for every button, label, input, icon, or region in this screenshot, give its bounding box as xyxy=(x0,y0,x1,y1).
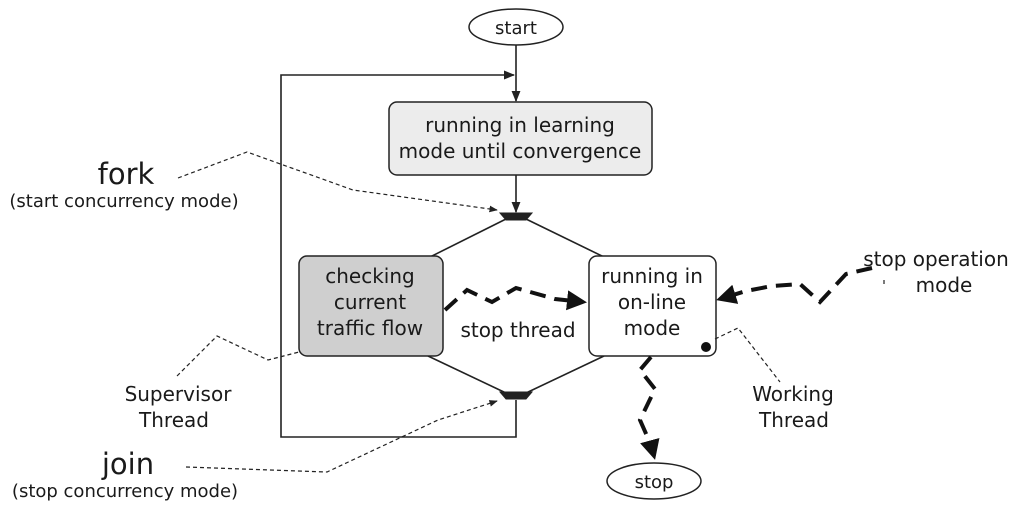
fork-branch-left xyxy=(427,218,507,259)
checking-label-line-1: checking xyxy=(325,264,414,288)
checking-label-line-2: current xyxy=(334,290,406,314)
stop-operation-label-line-1: stop operation xyxy=(863,247,1009,271)
feedback-loop-line xyxy=(280,70,517,438)
join-title: join xyxy=(101,447,154,481)
learning-mode-node: running in learning mode until convergen… xyxy=(388,101,653,176)
online-label-line-1: running in xyxy=(601,264,703,288)
working-leader xyxy=(714,327,781,383)
supervisor-leader xyxy=(176,335,300,377)
fork-branch-right xyxy=(525,218,605,258)
stop-node: stop xyxy=(606,462,702,500)
online-label-line-3: mode xyxy=(624,316,681,340)
online-mode-node: running in on-line mode xyxy=(588,255,717,357)
start-node: start xyxy=(468,8,564,46)
working-label-line-2: Thread xyxy=(758,408,829,432)
join-leader xyxy=(185,400,498,473)
checking-label-line-3: traffic flow xyxy=(317,316,423,340)
supervisor-label-line-1: Supervisor xyxy=(125,382,233,406)
thread-dot-icon xyxy=(701,342,711,352)
online-to-stop-arrow xyxy=(637,355,660,460)
online-label-line-2: on-line xyxy=(618,290,686,314)
stop-operation-label-line-2: mode xyxy=(916,273,973,297)
join-branch-left xyxy=(427,355,507,394)
fork-title: fork xyxy=(98,157,155,191)
fork-bar xyxy=(498,212,534,221)
start-label: start xyxy=(495,18,537,39)
fork-subtitle: (start concurrency mode) xyxy=(9,191,238,212)
stop-thread-arrow xyxy=(443,285,587,312)
checking-traffic-node: checking current traffic flow xyxy=(298,255,444,357)
working-label-line-1: Working xyxy=(752,382,834,406)
join-bar xyxy=(498,391,534,400)
fork-leader xyxy=(177,151,498,213)
supervisor-label-line-2: Thread xyxy=(138,408,209,432)
learning-label-line-1: running in learning xyxy=(425,113,615,137)
learning-label-line-2: mode until convergence xyxy=(399,139,642,163)
join-branch-right xyxy=(525,355,605,394)
join-subtitle: (stop concurrency mode) xyxy=(12,481,238,502)
stop-label: stop xyxy=(635,472,674,493)
stop-operation-arrow xyxy=(716,266,873,305)
stop-thread-label: stop thread xyxy=(460,318,575,342)
